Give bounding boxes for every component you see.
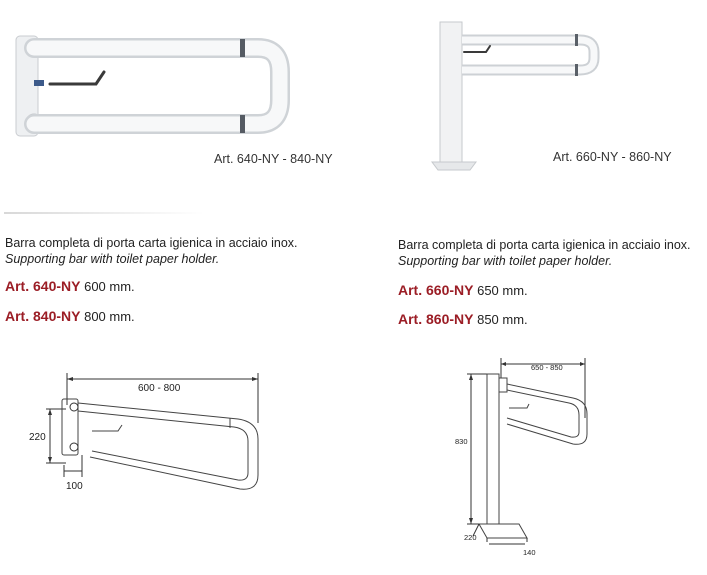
article-code: Art. 660-NY xyxy=(398,282,474,298)
article-row-660: Art. 660-NY 650 mm. xyxy=(398,282,528,298)
article-code: Art. 860-NY xyxy=(398,311,474,327)
article-size: 600 mm. xyxy=(84,279,135,294)
article-size: 800 mm. xyxy=(84,309,135,324)
description-660-860: Barra completa di porta carta igienica i… xyxy=(398,237,691,269)
dimension-base-width-label: 140 xyxy=(523,548,536,557)
dimension-length-label: 650 - 850 xyxy=(531,363,563,372)
dimension-height-label: 830 xyxy=(455,437,468,446)
divider xyxy=(4,212,204,214)
article-row-640: Art. 640-NY 600 mm. xyxy=(5,278,135,294)
article-size: 850 mm. xyxy=(477,312,528,327)
dimension-length-label: 600 - 800 xyxy=(138,383,181,394)
article-size: 650 mm. xyxy=(477,283,528,298)
dimension-base-depth-label: 220 xyxy=(464,533,477,542)
description-italian: Barra completa di porta carta igienica i… xyxy=(398,238,691,252)
technical-drawing-660-860: 650 - 850 830 220 140 xyxy=(455,358,588,557)
dimension-height-label: 220 xyxy=(29,432,46,443)
product-photo-640-840 xyxy=(15,35,290,137)
caption-660-860: Art. 660-NY - 860-NY xyxy=(553,150,672,164)
article-code: Art. 840-NY xyxy=(5,308,81,324)
article-row-840: Art. 840-NY 800 mm. xyxy=(5,308,135,324)
description-english: Supporting bar with toilet paper holder. xyxy=(5,252,220,266)
dimension-depth-label: 100 xyxy=(66,481,83,492)
technical-drawing-640-840: 600 - 800 220 100 xyxy=(29,373,259,492)
caption-640-840: Art. 640-NY - 840-NY xyxy=(214,152,333,166)
description-english: Supporting bar with toilet paper holder. xyxy=(398,254,613,268)
product-photo-660-860 xyxy=(431,21,600,171)
article-row-860: Art. 860-NY 850 mm. xyxy=(398,311,528,327)
article-code: Art. 640-NY xyxy=(5,278,81,294)
description-italian: Barra completa di porta carta igienica i… xyxy=(5,236,298,250)
description-640-840: Barra completa di porta carta igienica i… xyxy=(5,235,298,267)
